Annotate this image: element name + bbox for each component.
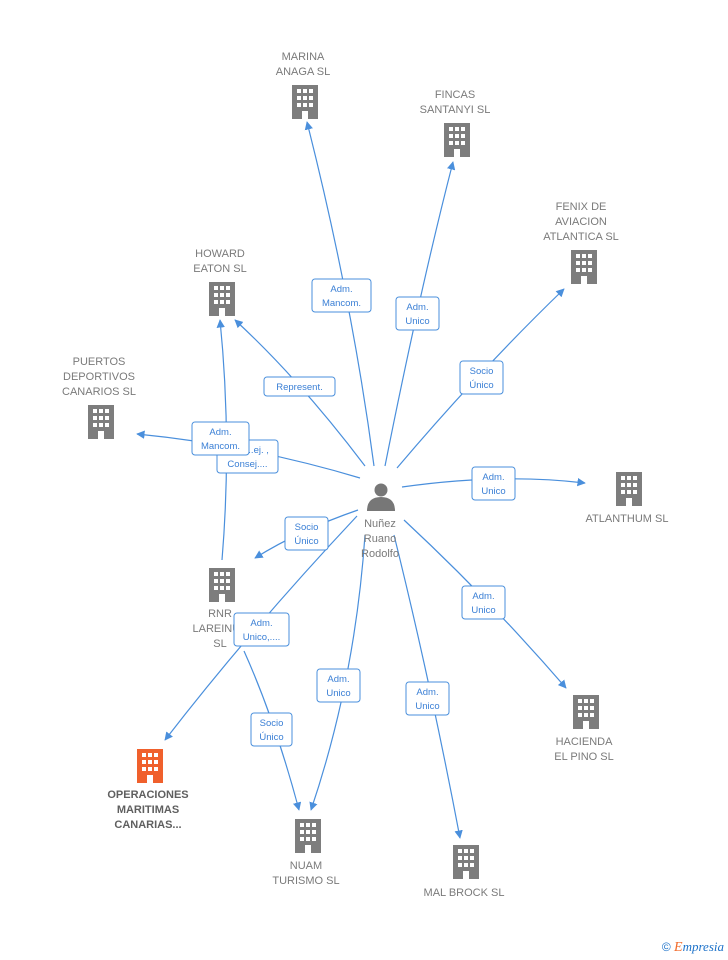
building-icon: [616, 472, 642, 506]
company-name-line: ATLANTHUM SL: [586, 513, 669, 525]
building-icon: [295, 819, 321, 853]
person-name-line: Rodolfo: [361, 548, 399, 560]
edge-label-text: Adm.: [482, 472, 504, 483]
company-node-fincas[interactable]: FINCAS SANTANYI SL: [420, 89, 491, 157]
edge-label-text: Adm.: [209, 427, 231, 438]
company-name-line: EL PINO SL: [554, 751, 614, 763]
brand-name: mpresia: [682, 939, 724, 954]
company-name-line: TURISMO SL: [272, 875, 339, 887]
company-node-howard[interactable]: HOWARD EATON SL: [193, 248, 247, 316]
company-name-line: CANARIOS SL: [62, 386, 136, 398]
company-name-line: MARITIMAS: [117, 804, 179, 816]
building-icon: [571, 250, 597, 284]
edge-label-nuam[interactable]: Adm. Unico: [316, 668, 361, 703]
company-name-line: FENIX DE: [556, 201, 607, 213]
copyright-icon: ©: [661, 940, 671, 954]
edge-label-howard[interactable]: Represent.: [263, 376, 336, 397]
edge-label-hacienda[interactable]: Adm. Unico: [461, 585, 506, 620]
company-name-line: OPERACIONES: [107, 789, 188, 801]
company-name-line: DEPORTIVOS: [63, 371, 135, 383]
edge-label-text: Unico: [326, 688, 350, 699]
brand-initial: E: [674, 940, 683, 955]
person-icon: [367, 483, 395, 511]
company-name-line: ATLANTICA SL: [543, 231, 619, 243]
edge-label-fincas[interactable]: Adm. Unico: [395, 296, 440, 331]
edge-label-text: Socio: [260, 718, 284, 729]
edge-label-text: Unico: [405, 316, 429, 327]
edge-label-text: Único: [259, 732, 283, 743]
edge-label-marina[interactable]: Adm. Mancom.: [311, 278, 372, 313]
company-node-malbrock[interactable]: MAL BROCK SL: [424, 845, 505, 899]
building-icon: [209, 282, 235, 316]
edges-layer: [136, 121, 586, 839]
edge-label-malbrock[interactable]: Adm. Unico: [405, 681, 450, 716]
company-name-line: NUAM: [290, 860, 322, 872]
building-icon: [453, 845, 479, 879]
edge-label-rnr-howard[interactable]: Adm. Mancom.: [191, 421, 250, 456]
company-node-puertos[interactable]: PUERTOS DEPORTIVOS CANARIOS SL: [62, 356, 136, 439]
edge-label-text: Mancom.: [322, 298, 361, 309]
company-node-marina[interactable]: MARINA ANAGA SL: [276, 51, 330, 119]
edge-label-text: Adm.: [406, 302, 428, 313]
building-icon: [88, 405, 114, 439]
person-name-line: Ruano: [364, 533, 396, 545]
building-icon: [137, 749, 163, 783]
edge-label-text: Único: [294, 536, 318, 547]
edge-label-text: Consej....: [227, 459, 267, 470]
edge-label-text: Represent.: [276, 382, 322, 393]
company-node-fenix[interactable]: FENIX DE AVIACION ATLANTICA SL: [543, 201, 619, 284]
edge-label-text: Unico,....: [243, 632, 281, 643]
edge-label-text: Mancom.: [201, 441, 240, 452]
company-name-line: HACIENDA: [556, 736, 614, 748]
company-name-line: HOWARD: [195, 248, 245, 260]
edge-label-text: Único: [469, 380, 493, 391]
person-name-line: Nuñez: [364, 518, 396, 530]
company-name-line: MARINA: [282, 51, 325, 63]
building-icon: [209, 568, 235, 602]
edge-label-text: Adm.: [472, 591, 494, 602]
edge-label-atlanthum[interactable]: Adm. Unico: [471, 466, 516, 501]
edge-label-text: Socio: [295, 522, 319, 533]
company-name-line: RNR: [208, 608, 232, 620]
company-name-line: EATON SL: [193, 263, 246, 275]
edge-label-text: Socio: [470, 366, 494, 377]
company-name-line: SANTANYI SL: [420, 104, 491, 116]
copyright-footer: © Empresia: [662, 939, 724, 956]
company-name-line: AVIACION: [555, 216, 607, 228]
edge-label-text: Unico: [415, 701, 439, 712]
company-name-line: SL: [213, 638, 226, 650]
edge-label-text: Adm.: [327, 674, 349, 685]
edge-label-text: Adm.: [330, 284, 352, 295]
building-icon: [444, 123, 470, 157]
company-node-nuam[interactable]: NUAM TURISMO SL: [272, 819, 340, 887]
edge-label-text: Unico: [481, 486, 505, 497]
building-icon: [573, 695, 599, 729]
edge-label-text: Adm.: [250, 618, 272, 629]
company-name-line: MAL BROCK SL: [424, 887, 505, 899]
nodes-layer: MARINA ANAGA SL FINCAS SANTANYI SL FENIX DE A…: [62, 51, 668, 899]
company-name-line: PUERTOS: [73, 356, 126, 368]
edge-labels-layer: Adm.Mancom.Adm.UnicoSocioÚnicoRepresent.…: [191, 278, 516, 747]
company-name-line: CANARIAS...: [114, 819, 181, 831]
edge-label-text: Unico: [471, 605, 495, 616]
edge-label-operaciones[interactable]: Adm. Unico,....: [233, 612, 290, 647]
company-name-line: ANAGA SL: [276, 66, 330, 78]
building-icon: [292, 85, 318, 119]
company-node-hacienda[interactable]: HACIENDA EL PINO SL: [554, 695, 614, 763]
company-node-operaciones[interactable]: OPERACIONES MARITIMAS CANARIAS...: [107, 749, 189, 831]
company-node-atlanthum[interactable]: ATLANTHUM SL: [586, 472, 669, 525]
edge-label-text: Adm.: [416, 687, 438, 698]
company-name-line: FINCAS: [435, 89, 475, 101]
